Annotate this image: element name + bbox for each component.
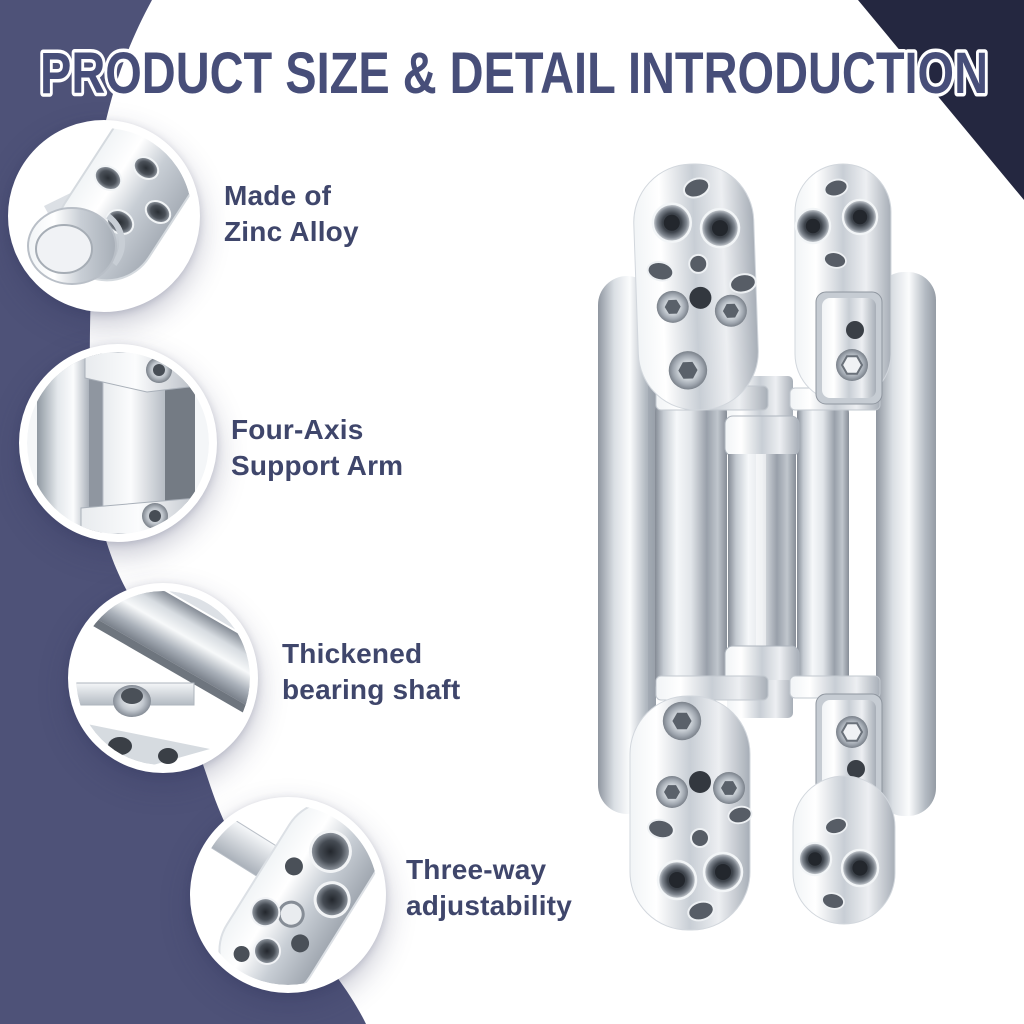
detail-photo-adjustability <box>190 797 386 993</box>
feature-label-support-arm: Four-Axis Support Arm <box>231 412 403 484</box>
detail-photo-support-arm <box>19 344 217 542</box>
adjustability-close-up-image <box>198 805 378 985</box>
feature-label-adjustability: Three-way adjustability <box>406 852 572 924</box>
feature-label-zinc-alloy: Made of Zinc Alloy <box>224 178 359 250</box>
navy-corner-shape <box>858 0 1024 200</box>
feature-label-line: adjustability <box>406 890 572 921</box>
detail-photo-bearing-shaft <box>68 583 258 773</box>
product-photo-concealed-hinge <box>598 163 936 931</box>
detail-photo-zinc-alloy <box>8 120 200 312</box>
page-title: PRODUCT SIZE & DETAIL INTRODUCTION <box>40 41 988 106</box>
feature-label-line: Zinc Alloy <box>224 216 359 247</box>
support-arm-close-up-image <box>27 352 209 534</box>
bearing-shaft-close-up-image <box>76 591 250 765</box>
feature-label-line: Made of <box>224 180 332 211</box>
zinc-alloy-close-up-image <box>16 128 192 304</box>
feature-label-line: bearing shaft <box>282 674 461 705</box>
feature-label-bearing-shaft: Thickened bearing shaft <box>282 636 460 708</box>
feature-label-line: Four-Axis <box>231 414 364 445</box>
banner: PRODUCT SIZE & DETAIL INTRODUCTION <box>37 38 992 110</box>
feature-label-line: Thickened <box>282 638 423 669</box>
feature-label-line: Three-way <box>406 854 547 885</box>
feature-label-line: Support Arm <box>231 450 404 481</box>
